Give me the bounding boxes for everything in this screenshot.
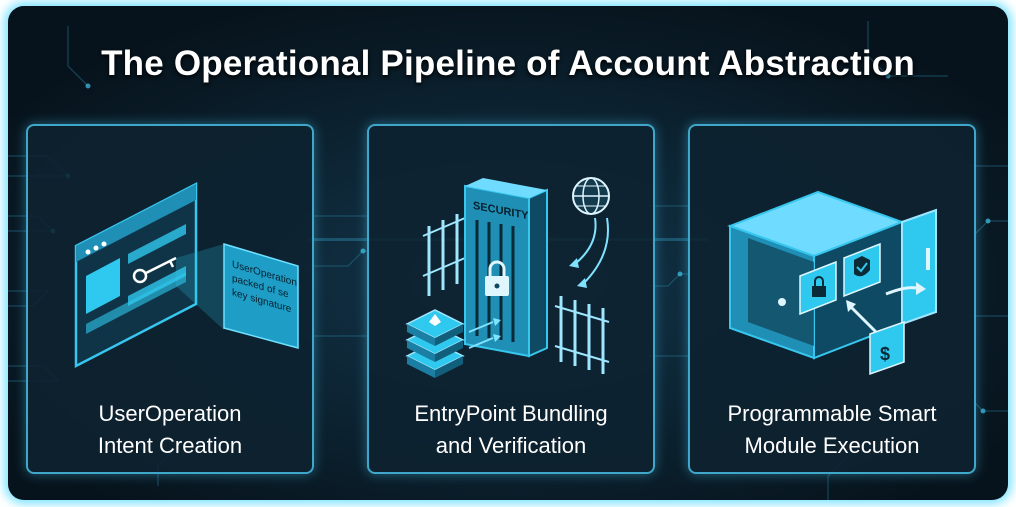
card-caption: UserOperation Intent Creation [28,398,312,462]
globe-icon [572,177,610,215]
caption-line-1: UserOperation [98,401,242,426]
dollar-badge-icon: $ [869,320,905,376]
card-caption: EntryPoint Bundling and Verification [369,398,653,462]
diagram-frame: The Operational Pipeline of Account Abst… [8,6,1008,500]
card-smart-module: $ Programmable Smart Module Execution [688,124,976,474]
card-useroperation: UserOperation packed of se key signature… [26,124,314,474]
shield-module-icon [843,242,881,298]
caption-line-2: and Verification [435,433,587,458]
caption-line-2: Intent Creation [97,433,243,458]
caption-line-2: Module Execution [744,433,920,458]
vault-modules-icon: $ [727,190,937,376]
key-icon [132,256,177,284]
lock-module-icon [799,260,837,316]
stacked-blocks-icon [405,309,465,378]
caption-line-1: EntryPoint Bundling [414,401,608,426]
dollar-symbol: $ [880,344,890,364]
diagram-title: The Operational Pipeline of Account Abst… [101,44,915,83]
browser-window-key-icon: UserOperation packed of se key signature [74,181,299,369]
lock-icon [485,260,509,296]
caption-line-1: Programmable Smart [727,401,937,426]
security-gate-icon: SECURITY [405,177,610,378]
card-entrypoint: SECURITY [367,124,655,474]
card-caption: Programmable Smart Module Execution [690,398,974,462]
